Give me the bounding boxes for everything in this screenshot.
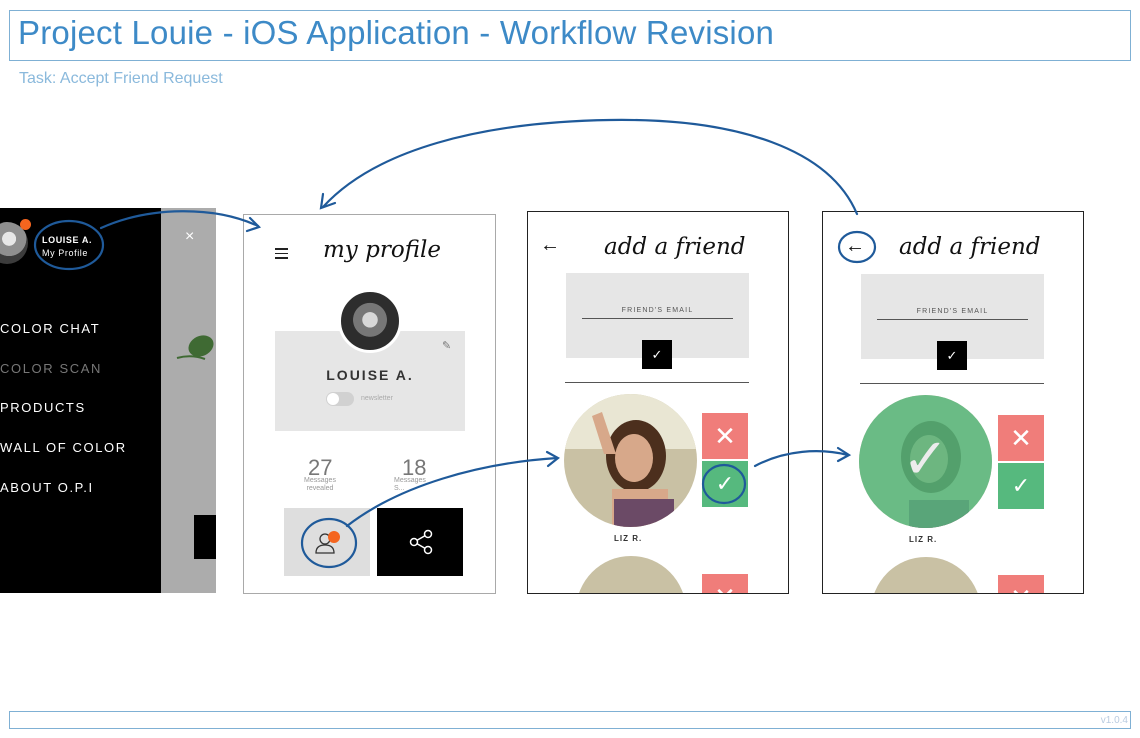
stat-sent-label: Messages S... bbox=[394, 477, 426, 492]
share-button[interactable] bbox=[377, 508, 463, 576]
leaf-icon bbox=[176, 335, 214, 360]
side-menu-screen: LOUISE A. My Profile × COLOR CHAT COLOR … bbox=[0, 208, 216, 593]
newsletter-label: newsletter bbox=[361, 395, 393, 402]
annotation-circle-back bbox=[837, 230, 877, 264]
title-frame bbox=[9, 10, 1131, 61]
version-label: v1.0.4 bbox=[1100, 715, 1128, 726]
close-icon[interactable]: × bbox=[185, 228, 195, 245]
next-reject-button[interactable]: ✕ bbox=[702, 574, 748, 593]
annotation-circle-profile bbox=[33, 219, 105, 271]
profile-name: LOUISE A. bbox=[326, 367, 414, 383]
stat-sent-count: 18 bbox=[402, 455, 427, 480]
annotation-arrow-back-to-profile bbox=[321, 118, 859, 216]
add-friend-screen: ← add a friend FRIEND'S EMAIL ✓ ✕ ✓ LIZ … bbox=[527, 211, 789, 594]
friend-name: LIZ R. bbox=[614, 534, 643, 543]
accept-request-button[interactable]: ✓ bbox=[998, 463, 1044, 509]
screen-title: add a friend bbox=[899, 234, 1041, 260]
annotation-arrow-to-accepted bbox=[753, 450, 850, 468]
footer-frame bbox=[9, 711, 1131, 729]
page-title: Project Louie - iOS Application - Workfl… bbox=[18, 14, 775, 51]
hamburger-icon[interactable] bbox=[275, 248, 288, 262]
screen-title: my profile bbox=[323, 237, 441, 263]
email-field[interactable] bbox=[582, 318, 733, 319]
submit-email-button[interactable]: ✓ bbox=[937, 341, 967, 370]
friend-name: LIZ R. bbox=[909, 535, 938, 544]
menu-item-products[interactable]: PRODUCTS bbox=[0, 400, 86, 415]
friend-photo-accepted[interactable] bbox=[859, 395, 992, 528]
annotation-arrow-to-add-friend bbox=[345, 456, 559, 528]
request-notification-badge bbox=[328, 531, 340, 543]
divider bbox=[860, 383, 1044, 384]
notification-badge bbox=[20, 219, 31, 230]
next-reject-button[interactable]: ✕ bbox=[998, 575, 1044, 593]
annotation-circle-requests bbox=[300, 517, 358, 569]
add-friend-accepted-screen: ← add a friend FRIEND'S EMAIL ✓ ✓ ✕ ✓ LI… bbox=[822, 211, 1084, 594]
reject-request-button[interactable]: ✕ bbox=[998, 415, 1044, 461]
submit-email-button[interactable]: ✓ bbox=[642, 340, 672, 369]
share-icon bbox=[409, 529, 433, 555]
email-field[interactable] bbox=[877, 319, 1028, 320]
stat-revealed-label: Messages revealed bbox=[304, 477, 336, 492]
newsletter-toggle[interactable] bbox=[326, 392, 354, 406]
profile-avatar[interactable] bbox=[338, 289, 402, 353]
my-profile-link[interactable]: My Profile bbox=[42, 248, 89, 258]
reject-request-button[interactable]: ✕ bbox=[702, 413, 748, 459]
back-arrow-icon[interactable]: ← bbox=[540, 234, 560, 256]
back-arrow-icon[interactable]: ← bbox=[845, 235, 865, 257]
screen-title: add a friend bbox=[604, 234, 746, 260]
menu-user-name: LOUISE A. bbox=[42, 235, 93, 245]
menu-item-color-scan[interactable]: COLOR SCAN bbox=[0, 361, 102, 376]
divider bbox=[565, 382, 749, 383]
menu-item-color-chat[interactable]: COLOR CHAT bbox=[0, 321, 101, 336]
annotation-circle-accept bbox=[701, 463, 747, 505]
menu-item-wall-of-color[interactable]: WALL OF COLOR bbox=[0, 440, 127, 455]
annotation-arrow-to-profile bbox=[99, 210, 260, 230]
accept-request-button[interactable]: ✓ bbox=[702, 461, 748, 507]
content-peek-block bbox=[194, 515, 216, 559]
stat-revealed-count: 27 bbox=[308, 455, 333, 480]
email-field-label: FRIEND'S EMAIL bbox=[621, 307, 694, 314]
menu-item-about[interactable]: ABOUT O.P.I bbox=[0, 480, 94, 495]
task-label: Task: Accept Friend Request bbox=[19, 70, 223, 87]
email-field-label: FRIEND'S EMAIL bbox=[916, 308, 989, 315]
edit-icon[interactable]: ✎ bbox=[442, 340, 452, 352]
accepted-check-icon: ✓ bbox=[902, 427, 949, 490]
